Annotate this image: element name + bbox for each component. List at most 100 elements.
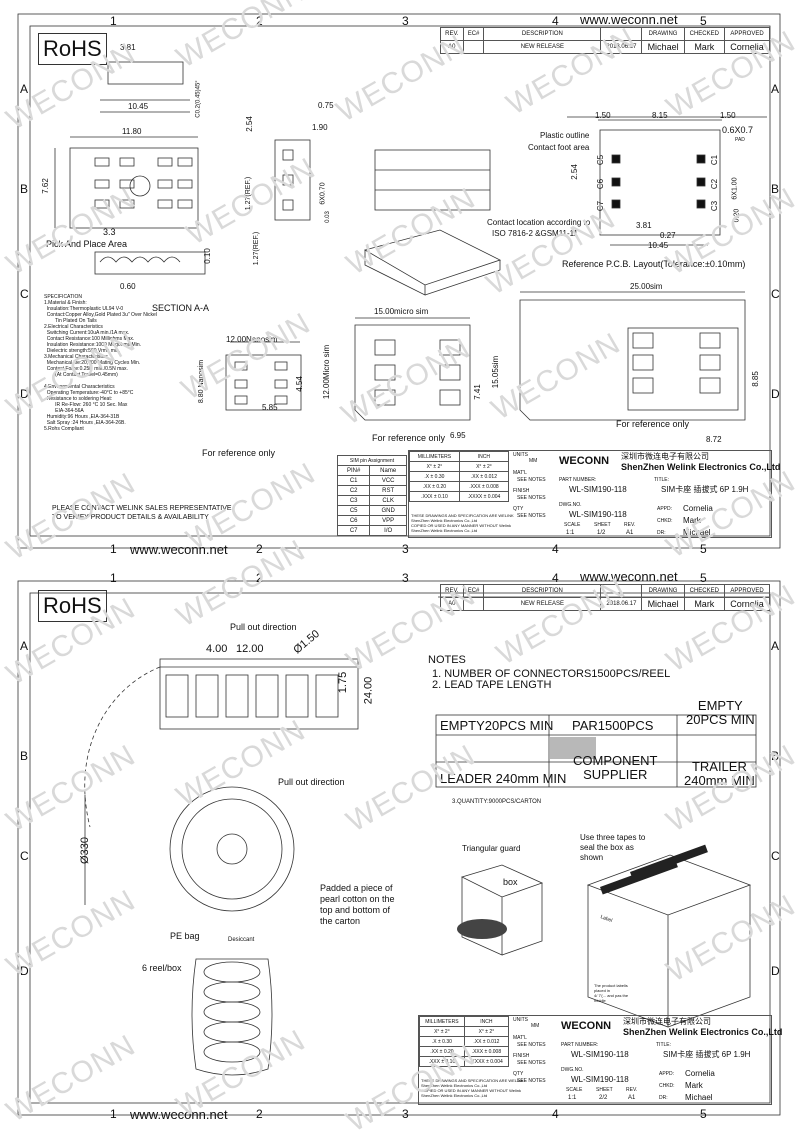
sheet1-linework xyxy=(17,13,781,549)
tol-cell: X° ± 2° xyxy=(458,461,510,472)
micro-height: 12.00Micro sim xyxy=(322,344,332,400)
pin-head-pin: PIN# xyxy=(336,465,371,476)
micro-7-41: 7.41 xyxy=(472,384,482,400)
appd-label: APPD: xyxy=(659,1071,675,1077)
appd-value: Cornelia xyxy=(685,1069,715,1078)
chkd-label: CHKD: xyxy=(659,1083,675,1089)
disclaimer: THESE DRAWINGS AND SPECIFICATION ARE WEL… xyxy=(421,1078,524,1098)
sheet2-linework xyxy=(17,580,781,1116)
finish-label: FINISH xyxy=(513,488,530,494)
site-url-top[interactable]: www.weconn.net xyxy=(580,12,678,27)
tol-head-inch: INCH xyxy=(463,1016,510,1027)
pin-c3: C3 xyxy=(710,200,720,212)
part-number: WL-SIM190-118 xyxy=(571,1050,629,1059)
grid-col-5-bottom: 5 xyxy=(700,542,707,556)
rev-val-approved: Cornelia xyxy=(723,597,771,611)
qty-value: SEE NOTES xyxy=(517,1078,546,1084)
dim-3-3: 3.3 xyxy=(103,227,116,237)
dim-0-60: 0.60 xyxy=(120,282,136,291)
tape-component: COMPONENT SUPPLIER xyxy=(573,753,658,782)
dr-label: DR: xyxy=(657,530,666,536)
rev-value: A1 xyxy=(628,1095,636,1101)
tape-empty-left: EMPTY20PCS MIN xyxy=(440,718,554,733)
tol-cell: .XXX ± 0.10 xyxy=(409,491,460,502)
site-url-bottom[interactable]: www.weconn.net xyxy=(130,1107,228,1122)
disclaimer: THESE DRAWINGS AND SPECIFICATION ARE WEL… xyxy=(411,513,514,533)
rev-head-date xyxy=(600,27,643,41)
part-number: WL-SIM190-118 xyxy=(569,485,627,494)
drawing-sheet-2: RoHS www.weconn.net www.weconn.net 1 2 3… xyxy=(0,534,800,1139)
grid-col-2: 2 xyxy=(256,571,263,585)
pcb-layout-label: Reference P.C.B. Layout(Tolerance:±0.10m… xyxy=(562,259,746,269)
tol-cell: X° ± 2° xyxy=(419,1026,465,1037)
grid-col-4: 4 xyxy=(552,14,559,28)
grid-row-b-right: B xyxy=(771,749,780,763)
dim-slot: C0.2(0.45)45° xyxy=(195,80,202,118)
drawing-sheet-1: RoHS www.weconn.net www.weconn.net 1 2 3… xyxy=(0,0,800,567)
pin-cell: C7 xyxy=(336,525,371,536)
contact-loc-label: Contact location according to xyxy=(487,218,591,227)
notes-item-1: 1. NUMBER OF CONNECTORS1500PCS/REEL xyxy=(432,668,671,680)
grid-col-2-bottom: 2 xyxy=(256,1107,263,1121)
site-url-top[interactable]: www.weconn.net xyxy=(580,569,678,584)
chkd-value: Mark xyxy=(683,516,701,525)
dim-2-54: 2.54 xyxy=(244,116,254,132)
rev-head-drawing: DRAWING xyxy=(641,584,685,598)
sheet-value: 1/2 xyxy=(597,530,606,536)
dwg-label: DWG.NO. xyxy=(559,502,582,508)
grid-row-b-right: B xyxy=(771,182,780,196)
grid-col-1: 1 xyxy=(110,571,117,585)
pin-c7: C7 xyxy=(596,200,606,212)
padded-note: Padded a piece of pearl cotton on the to… xyxy=(320,883,395,926)
tol-cell: .XXX ± 0.008 xyxy=(463,1046,510,1057)
dr-value: Michael xyxy=(685,1093,713,1102)
site-url-bottom[interactable]: www.weconn.net xyxy=(130,542,228,557)
scale-value: 1:1 xyxy=(566,530,575,536)
plastic-outline-label: Plastic outline xyxy=(540,131,590,140)
dwg-label: DWG.NO. xyxy=(561,1067,584,1073)
iso-label: ISO 7816-2 &GSM11-11 xyxy=(492,229,578,238)
notes-title: NOTES xyxy=(428,654,466,666)
ref-only-sim: For reference only xyxy=(616,419,690,429)
pin-c5: C5 xyxy=(596,154,606,166)
dim-6x0-70: 6X0.70 xyxy=(319,182,327,205)
pull-out-direction-label-2: Pull out direction xyxy=(278,777,345,787)
brand-logo: WECONN xyxy=(559,455,610,467)
triangular-guard-label: Triangular guard xyxy=(462,844,521,853)
pin-cell: C1 xyxy=(336,475,371,486)
pin-cell: VCC xyxy=(369,475,407,486)
matl-value: SEE NOTES xyxy=(517,477,546,483)
rev-val-approved: Cornelia xyxy=(723,40,771,54)
micro-6-95: 6.95 xyxy=(450,431,466,440)
qty-label: QTY xyxy=(513,1071,524,1077)
rev-label: REV. xyxy=(624,522,636,528)
dim-0-10: 0.10 xyxy=(202,248,212,264)
tol-cell: X° ± 2° xyxy=(463,1026,510,1037)
tol-cell: .XX ± 0.20 xyxy=(419,1046,465,1057)
dim-3-81: 3.81 xyxy=(120,43,136,52)
grid-col-3-bottom: 3 xyxy=(402,1107,409,1121)
grid-row-d: D xyxy=(20,387,29,401)
pin-cell: VPP xyxy=(369,515,407,526)
rev-head-rev: REV. xyxy=(440,584,464,598)
grid-col-3-bottom: 3 xyxy=(402,542,409,556)
pe-bag-label: PE bag xyxy=(170,931,200,941)
grid-col-1-bottom: 1 xyxy=(110,542,117,556)
notes-item-2: 2. LEAD TAPE LENGTH xyxy=(432,679,552,691)
pin-cell: C2 xyxy=(336,485,371,496)
tape-pitch-4: 4.00 xyxy=(206,643,228,655)
tape-width-24: 24.00 xyxy=(362,676,375,705)
rohs-mark: RoHS xyxy=(38,33,107,65)
pcb-dim-3-81: 3.81 xyxy=(636,221,652,230)
title-value: SIM卡座 插拔式 6P 1.9H xyxy=(663,1050,751,1059)
grid-row-d: D xyxy=(20,964,29,978)
ref-only-micro: For reference only xyxy=(372,433,446,443)
appd-value: Cornelia xyxy=(683,504,713,513)
rev-head-approved: APPROVED xyxy=(723,27,771,41)
company-cn: 深圳市微连电子有限公司 xyxy=(623,1017,711,1026)
nano-width: 12.00Nanosim xyxy=(226,335,278,344)
